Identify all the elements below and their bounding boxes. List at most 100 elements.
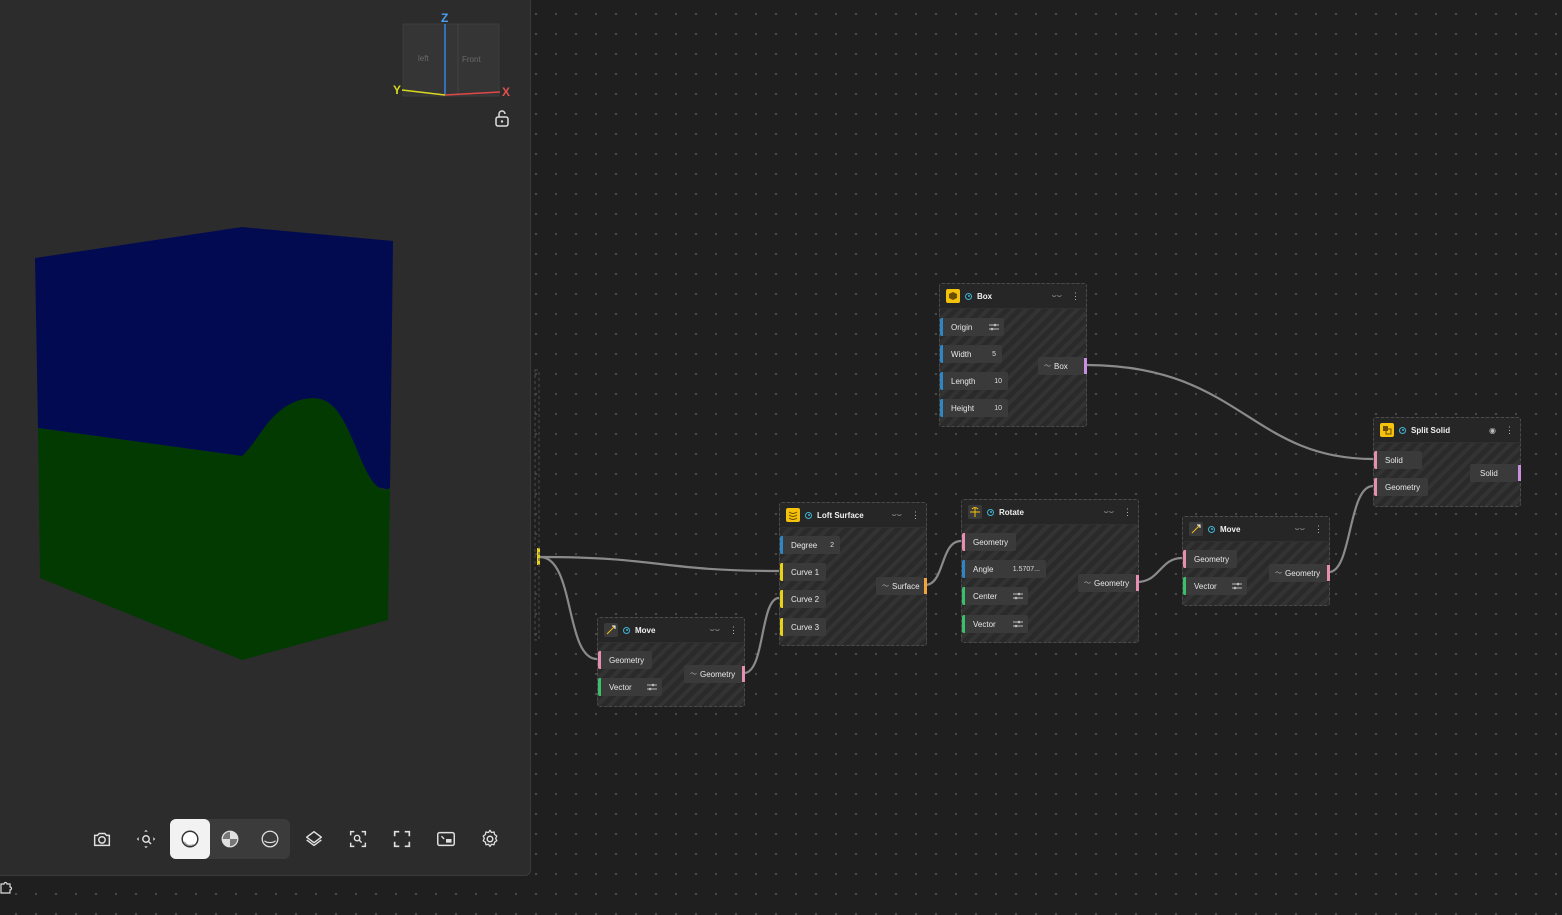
fullscreen-button[interactable] [382,819,422,859]
more-menu-icon[interactable]: ⋮ [1314,523,1323,534]
shaded-icon [181,830,199,848]
output-geometry[interactable]: 〜Geometry [684,665,742,683]
output-solid[interactable]: Solid [1470,464,1518,482]
node-split-solid[interactable]: Split Solid ◉ ⋮ Solid Geometry Solid [1373,417,1521,507]
zoom-fit-icon [136,829,156,849]
render-mode-button[interactable] [210,819,250,859]
wire-move2-to-split [1328,484,1374,574]
zoom-fit-button[interactable] [126,819,166,859]
output-port-handle[interactable] [1327,565,1330,581]
zoom-selection-button[interactable] [338,819,378,859]
gear-icon [482,829,498,848]
slider-icon[interactable] [1013,620,1023,628]
slider-icon[interactable] [989,323,999,331]
eye-closed-icon[interactable]: ⌣⌣ [891,510,902,519]
gizmo-face-left[interactable]: left [418,54,429,63]
status-dot-icon [623,626,630,634]
input-curve-3[interactable]: Curve 3 [780,618,826,636]
box-right-face-bottom [242,398,390,660]
output-port-handle[interactable] [924,578,927,594]
screenshot-button[interactable] [82,819,122,859]
node-header[interactable]: Loft Surface ⌣⌣ ⋮ [780,503,926,528]
puzzle-icon[interactable] [0,880,14,894]
output-port-handle[interactable] [1136,575,1139,591]
wire-box-to-split [1085,363,1374,461]
box-node-icon [946,289,960,303]
node-header[interactable]: Move ⌣⌣ ⋮ [598,618,744,643]
input-origin[interactable]: Origin [940,318,1004,336]
slider-icon[interactable] [1232,582,1242,590]
wire-left-to-move1 [539,555,598,661]
picture-in-picture-icon [437,831,455,847]
output-port-handle[interactable] [1518,465,1521,481]
gizmo-z-label[interactable]: Z [441,11,448,25]
more-menu-icon[interactable]: ⋮ [1071,290,1080,301]
gizmo-face-front[interactable]: Front [462,55,481,64]
input-curve-2[interactable]: Curve 2 [780,590,826,608]
loft-surface-icon [786,508,800,522]
unlock-icon[interactable] [492,108,512,128]
more-menu-icon[interactable]: ⋮ [911,509,920,520]
viewport-panel[interactable]: left Front Z Y X [0,0,531,876]
node-header[interactable]: Rotate ⌣⌣ ⋮ [962,500,1138,525]
input-vector[interactable]: Vector [1183,577,1247,595]
node-title: Rotate [999,507,1024,517]
view-cube-button[interactable] [294,819,334,859]
picture-in-picture-button[interactable] [426,819,466,859]
orientation-gizmo[interactable]: left Front Z Y X [390,10,515,110]
gizmo-y-axis [401,89,446,96]
input-solid[interactable]: Solid [1374,451,1422,469]
eye-icon[interactable]: ◉ [1489,425,1496,435]
input-center[interactable]: Center [962,587,1028,605]
input-geometry[interactable]: Geometry [962,533,1016,551]
output-geometry[interactable]: 〜Geometry [1078,574,1136,592]
input-vector[interactable]: Vector [598,678,662,696]
3d-scene[interactable] [0,0,530,875]
status-dot-icon [965,292,972,300]
input-geometry[interactable]: Geometry [598,651,652,669]
output-port-handle[interactable] [742,666,745,682]
box-left-face-bottom [38,428,242,660]
gizmo-y-label[interactable]: Y [393,83,401,97]
node-header[interactable]: Split Solid ◉ ⋮ [1374,418,1520,443]
eye-closed-icon[interactable]: ⌣⌣ [1294,524,1305,533]
node-title: Move [635,625,656,635]
node-move-1[interactable]: Move ⌣⌣ ⋮ Geometry Vector 〜Geometry [597,617,745,707]
input-geometry[interactable]: Geometry [1183,550,1237,568]
node-header[interactable]: Box ⌣⌣ ⋮ [940,284,1086,309]
wire-mode-button[interactable] [250,819,290,859]
input-geometry[interactable]: Geometry [1374,478,1428,496]
status-dot-icon [1208,525,1215,533]
gizmo-x-label[interactable]: X [502,85,510,99]
more-menu-icon[interactable]: ⋮ [1123,506,1132,517]
output-port-handle[interactable] [1084,358,1087,374]
shaded-mode-button[interactable] [170,819,210,859]
eye-closed-icon[interactable]: ⌣⌣ [1103,507,1114,516]
eye-closed-icon[interactable]: ⌣⌣ [1051,291,1062,300]
more-menu-icon[interactable]: ⋮ [1505,424,1514,435]
settings-button[interactable] [470,819,510,859]
input-vector[interactable]: Vector [962,615,1028,633]
more-menu-icon[interactable]: ⋮ [729,624,738,635]
eye-closed-icon[interactable]: ⌣⌣ [709,625,720,634]
input-curve-1[interactable]: Curve 1 [780,563,826,581]
output-surface[interactable]: 〜Surface [876,577,924,595]
slider-icon[interactable] [1013,592,1023,600]
offscreen-node-edge [534,369,540,641]
output-box[interactable]: 〜Box [1038,357,1084,375]
node-header[interactable]: Move ⌣⌣ ⋮ [1183,517,1329,542]
cube-icon [305,830,323,847]
node-move-2[interactable]: Move ⌣⌣ ⋮ Geometry Vector 〜Geometry [1182,516,1330,606]
slider-icon[interactable] [647,683,657,691]
status-dot-icon [987,508,994,516]
gizmo-cube[interactable] [402,23,500,97]
output-geometry[interactable]: 〜Geometry [1269,564,1327,582]
